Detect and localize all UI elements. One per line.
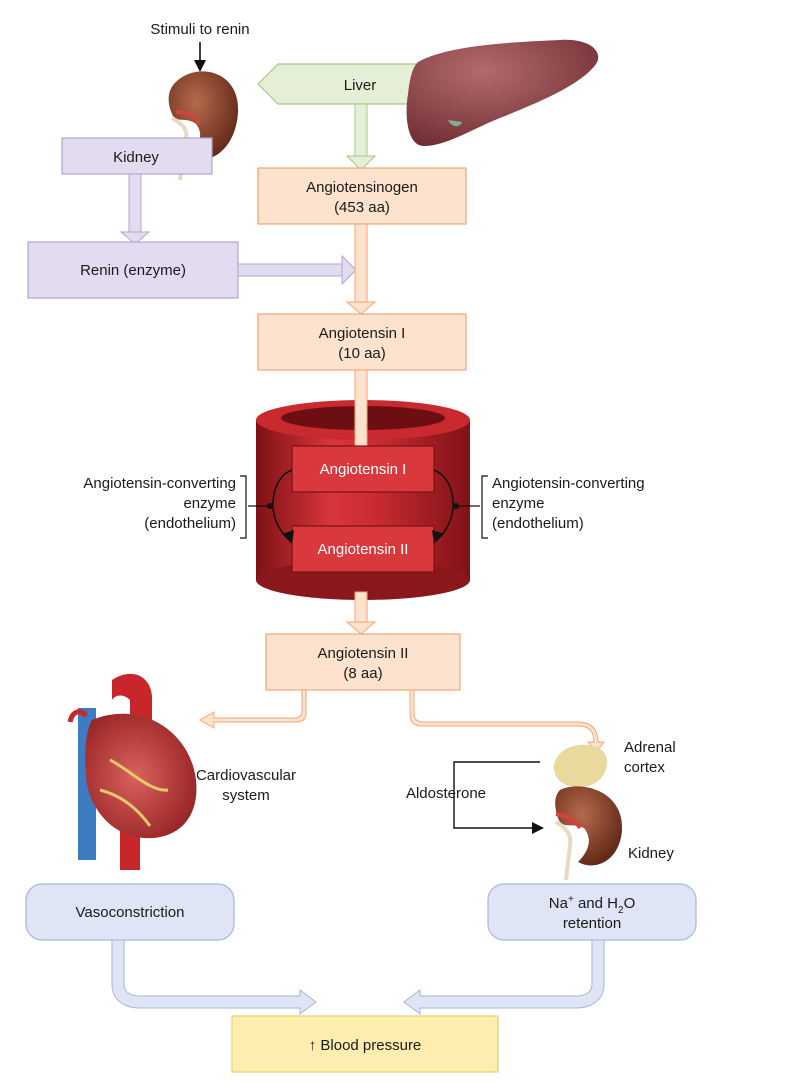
ace-left-line2: enzyme (183, 495, 236, 512)
liver-icon (406, 39, 599, 146)
vasoconstriction-box: Vasoconstriction (25, 883, 235, 941)
retention-and: and H (574, 895, 618, 912)
kidney-box: Kidney (61, 137, 213, 175)
kidney-to-renin-arrow (119, 173, 151, 245)
blood-pressure-box: ↑ Blood pressure (231, 1015, 499, 1073)
renin-arrow (237, 254, 357, 286)
vessel-angiotensin-1-label: Angiotensin I (320, 461, 407, 478)
stimuli-label: Stimuli to renin (150, 21, 249, 38)
adrenal-kidney-icon (553, 744, 623, 881)
blood-pressure-label: ↑ Blood pressure (309, 1037, 422, 1054)
ace-arrow-right (432, 469, 480, 544)
angiotensinogen-aa: (453 aa) (334, 199, 390, 216)
angiotensinogen-box: Angiotensinogen (453 aa) (257, 167, 467, 225)
renin-box: Renin (enzyme) (27, 241, 239, 299)
angiotensin-2-label: Angiotensin II (318, 645, 409, 662)
cardio-line1: Cardiovascular (196, 767, 296, 784)
cardio-line2: system (222, 787, 270, 804)
ace-label-right: Angiotensin-converting enzyme (endotheli… (481, 475, 645, 539)
ace-right-line1: Angiotensin-converting (492, 475, 645, 492)
angiotensin-2-aa: (8 aa) (343, 665, 382, 682)
ace-right-line2: enzyme (492, 495, 545, 512)
kidney-bottom-label: Kidney (628, 845, 674, 862)
heart-icon (67, 673, 197, 870)
retention-o: O (624, 895, 636, 912)
angiotensin-1-label: Angiotensin I (319, 325, 406, 342)
liver-to-angiotensinogen-arrow (345, 103, 377, 171)
ace-right-line3: (endothelium) (492, 515, 584, 532)
retention-to-bp-arrow (403, 939, 605, 1015)
retention-line1: Na+ and H2O (549, 894, 635, 916)
retention-line2: retention (563, 915, 621, 932)
ace-arrow-left (248, 469, 294, 544)
ang2-to-adrenal-arrow (409, 689, 606, 753)
vessel-angiotensin-1-box: Angiotensin I (291, 445, 435, 493)
renin-label: Renin (enzyme) (80, 262, 186, 279)
liver-tag: Liver (257, 63, 421, 105)
ace-label-left: Angiotensin-converting enzyme (endotheli… (83, 475, 247, 539)
angiotensin-2-box: Angiotensin II (8 aa) (265, 633, 461, 691)
angiotensin-1-box: Angiotensin I (10 aa) (257, 313, 467, 371)
retention-na-sup: + (568, 894, 574, 905)
retention-box: Na+ and H2O retention (487, 883, 697, 941)
angiotensin-1-aa: (10 aa) (338, 345, 386, 362)
vessel-angiotensin-2-label: Angiotensin II (318, 541, 409, 558)
vessel-to-ang2-arrow (345, 591, 377, 635)
ace-left-line1: Angiotensin-converting (83, 475, 236, 492)
retention-na: Na (549, 895, 569, 912)
vessel-angiotensin-2-box: Angiotensin II (291, 525, 435, 573)
vaso-to-bp-arrow (111, 939, 317, 1015)
aldosterone-arrow (453, 761, 544, 834)
ang1-to-vessel-connector (354, 369, 368, 449)
adrenal-line1: Adrenal (624, 739, 676, 756)
ang2-to-cardio-arrow (198, 689, 307, 729)
aldosterone-label: Aldosterone (406, 785, 486, 802)
adrenal-line2: cortex (624, 759, 665, 776)
vasoconstriction-label: Vasoconstriction (76, 904, 185, 921)
kidney-top-label: Kidney (113, 149, 159, 166)
ace-left-line3: (endothelium) (144, 515, 236, 532)
angiotensinogen-label: Angiotensinogen (306, 179, 418, 196)
stimuli-arrow (194, 42, 206, 72)
angiotensinogen-to-ang1-arrow (345, 223, 377, 315)
liver-label: Liver (344, 77, 377, 94)
retention-h2o-sub: 2 (618, 905, 624, 916)
